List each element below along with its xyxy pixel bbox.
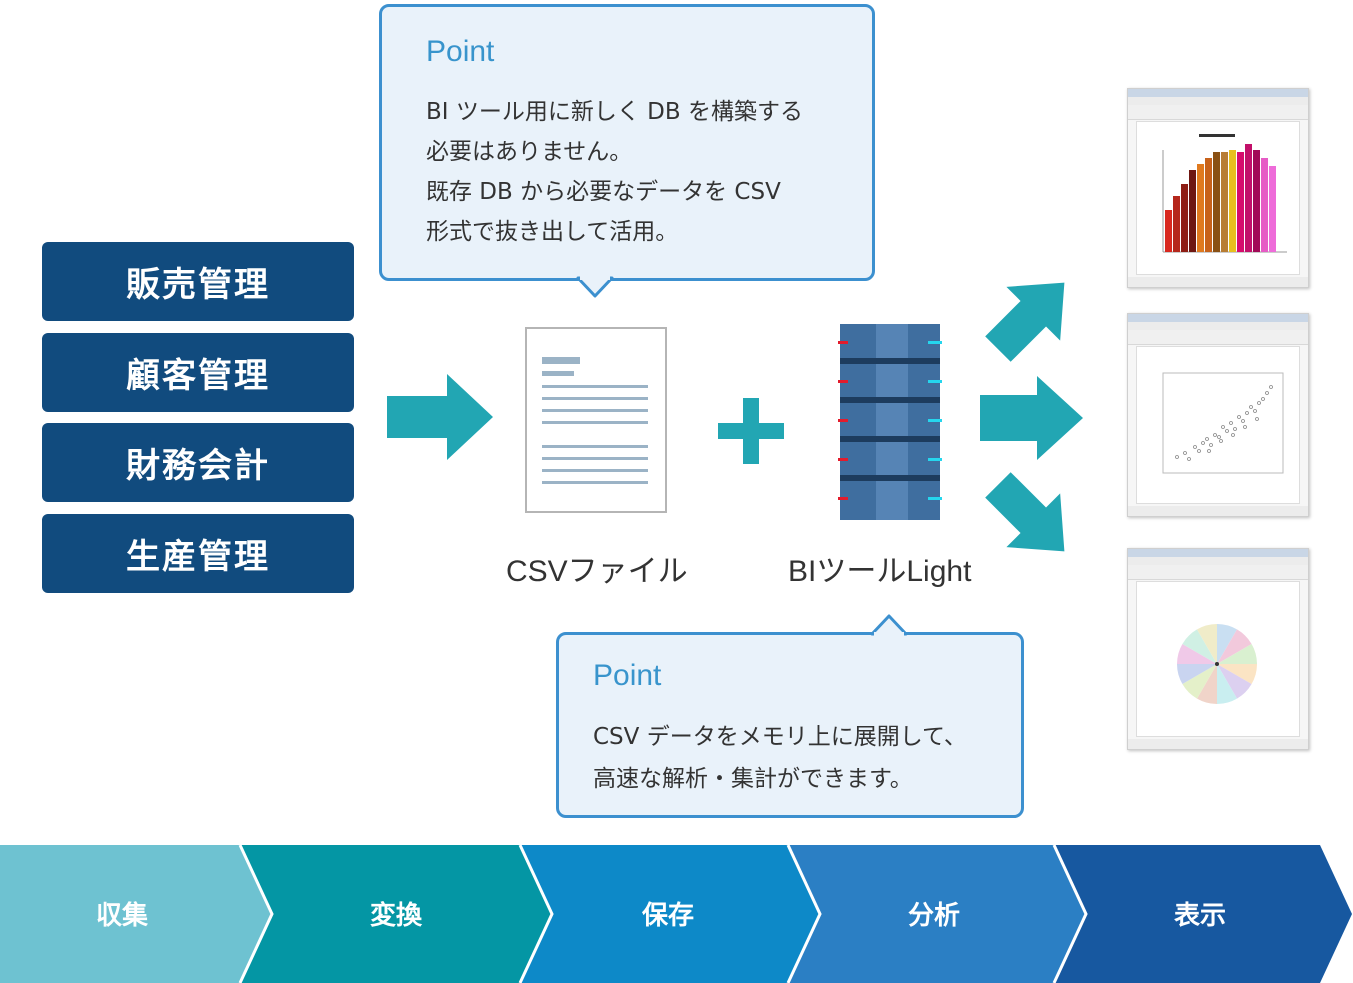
- point-callout-bottom: Point CSV データをメモリ上に展開して、 高速な解析・集計ができます。: [556, 632, 1024, 818]
- point-text-line: 高速な解析・集計ができます。: [593, 766, 913, 792]
- source-production: 生産管理: [42, 514, 354, 593]
- bar-chart-thumbnail: [1162, 134, 1287, 253]
- window-toolbar: [1128, 105, 1308, 120]
- bar-chart-canvas: [1136, 121, 1300, 275]
- window-toolbar: [1128, 565, 1308, 580]
- callout-pointer: [576, 276, 614, 298]
- process-step-collect: [0, 845, 272, 983]
- point-text-line: BI ツール用に新しく DB を構築する: [426, 99, 803, 125]
- point-title: Point: [593, 659, 662, 692]
- window-menubar: [1128, 97, 1308, 105]
- scatter-plot-thumbnail: [1162, 372, 1284, 474]
- window-titlebar: [1128, 314, 1308, 322]
- csv-document-icon: [525, 327, 667, 513]
- window-titlebar: [1128, 89, 1308, 97]
- window-menubar: [1128, 322, 1308, 330]
- csv-file-label: CSVファイル: [506, 555, 688, 588]
- plus-icon: [718, 398, 784, 464]
- source-finance-label: 財務会計: [126, 446, 270, 486]
- source-sales: 販売管理: [42, 242, 354, 321]
- scatter-plot-window: [1127, 313, 1309, 517]
- process-step-label: 表示: [1174, 901, 1227, 931]
- process-step-label: 保存: [642, 901, 695, 931]
- bi-tool-label: BIツールLight: [788, 555, 972, 588]
- window-statusbar: [1128, 277, 1308, 287]
- point-callout-top: Point BI ツール用に新しく DB を構築する 必要はありません。 既存 …: [379, 4, 875, 281]
- window-titlebar: [1128, 549, 1308, 557]
- process-step-store: [520, 845, 820, 983]
- source-customer-label: 顧客管理: [126, 356, 270, 396]
- window-statusbar: [1128, 739, 1308, 749]
- pie-chart-window: [1127, 548, 1309, 750]
- point-text-line: CSV データをメモリ上に展開して、: [593, 724, 967, 750]
- arrow-right-icon: [387, 374, 493, 460]
- scatter-plot-canvas: [1136, 346, 1300, 504]
- process-step-label: 分析: [908, 901, 961, 931]
- point-text-line: 既存 DB から必要なデータを CSV: [426, 179, 781, 205]
- source-production-label: 生産管理: [126, 537, 270, 577]
- output-arrows: [980, 282, 1083, 552]
- window-statusbar: [1128, 506, 1308, 516]
- pie-chart-thumbnail: [1177, 624, 1257, 704]
- server-icon: [838, 324, 942, 520]
- source-finance: 財務会計: [42, 423, 354, 502]
- process-band: [0, 845, 1352, 983]
- process-step-label: 変換: [370, 901, 423, 931]
- process-step-analyze: [788, 845, 1086, 983]
- pie-chart-canvas: [1136, 581, 1300, 737]
- source-customer: 顧客管理: [42, 333, 354, 412]
- arrow-up-right-icon: [985, 282, 1065, 362]
- arrow-down-right-icon: [985, 472, 1065, 552]
- window-menubar: [1128, 557, 1308, 565]
- window-toolbar: [1128, 330, 1308, 345]
- arrow-right-icon: [980, 376, 1083, 460]
- process-step-label: 収集: [96, 901, 149, 931]
- process-step-display: [1054, 845, 1352, 983]
- bar-chart-window: [1127, 88, 1309, 288]
- point-title: Point: [426, 35, 495, 68]
- process-step-transform: [240, 845, 552, 983]
- source-sales-label: 販売管理: [126, 265, 270, 305]
- point-text-line: 必要はありません。: [426, 139, 633, 165]
- callout-pointer: [870, 614, 908, 636]
- point-text-line: 形式で抜き出して活用。: [426, 219, 679, 245]
